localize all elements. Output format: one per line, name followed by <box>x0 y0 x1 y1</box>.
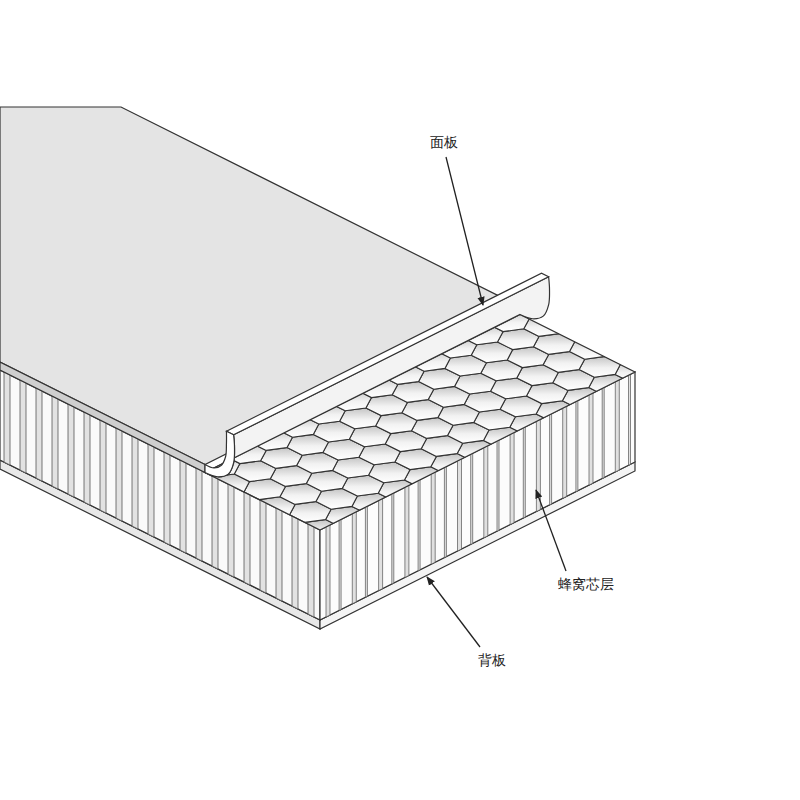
leader-line <box>446 157 483 305</box>
honeycomb-cell <box>546 419 588 440</box>
cell-wall <box>20 380 26 473</box>
cell-wall <box>550 414 552 505</box>
cell-wall <box>52 396 58 489</box>
cell-wall <box>148 444 154 537</box>
core-front-walls <box>326 374 631 617</box>
honeycomb-cell <box>388 498 430 519</box>
honeycomb-cell <box>362 511 404 532</box>
cell-wall <box>392 493 394 584</box>
cell-wall <box>365 506 367 597</box>
cell-wall <box>100 420 106 513</box>
cell-wall <box>68 404 74 497</box>
honeycomb-cell <box>625 379 667 400</box>
cell-wall <box>484 446 488 538</box>
cell-wall <box>132 436 138 529</box>
cell-wall <box>379 499 383 591</box>
honeycomb-cell <box>677 353 719 374</box>
cell-wall <box>228 484 234 577</box>
leader-line <box>427 577 480 647</box>
cell-wall <box>405 485 409 577</box>
cell-wall <box>629 374 631 465</box>
honeycomb-cell <box>572 406 614 427</box>
part-label: 蜂窝芯层 <box>556 576 616 593</box>
cell-wall <box>602 388 604 479</box>
cell-wall <box>326 525 330 617</box>
cell-wall <box>308 524 314 617</box>
cell-wall <box>244 492 250 585</box>
honeycomb-cell <box>441 472 483 493</box>
cell-wall <box>339 519 341 610</box>
honeycomb-cell <box>136 464 178 485</box>
cell-wall <box>615 380 619 472</box>
cell-wall <box>563 406 567 498</box>
honeycomb-cell <box>467 458 509 479</box>
face-panel-edge <box>0 362 205 473</box>
cell-wall <box>292 516 298 609</box>
leader-lines <box>427 157 566 647</box>
cell-wall <box>418 480 420 571</box>
honeycomb-cell <box>414 485 456 506</box>
cell-wall <box>576 401 578 492</box>
honeycomb-cell <box>273 533 315 554</box>
cell-wall <box>196 468 202 561</box>
core-front-face <box>320 372 635 620</box>
face-panel-lip <box>227 273 549 435</box>
honeycomb-cell <box>227 510 268 531</box>
cell-wall <box>471 453 473 544</box>
cell-wall <box>84 412 90 505</box>
cell-wall <box>444 467 446 558</box>
honeycomb-cell <box>596 325 638 346</box>
honeycomb-cell <box>182 487 224 508</box>
honeycomb-cell <box>632 330 674 351</box>
face-panel-top <box>0 107 520 465</box>
cell-wall <box>497 440 499 531</box>
cell-wall <box>180 460 186 553</box>
cell-wall <box>4 372 10 465</box>
honeycomb-cell <box>570 338 612 359</box>
cell-wall <box>589 393 593 485</box>
honeycomb-cell <box>493 445 534 466</box>
honeycomb-cell <box>335 524 377 545</box>
honeycomb-cell <box>550 302 592 323</box>
cell-wall <box>276 508 282 601</box>
honeycomb-cell <box>519 432 561 453</box>
honeycomb-cell <box>586 307 628 328</box>
cell-wall <box>260 500 266 593</box>
part-label: 背板 <box>476 652 508 669</box>
cell-wall <box>431 472 435 564</box>
cell-wall <box>212 476 218 569</box>
cell-wall <box>116 428 122 521</box>
honeycomb-cell <box>651 366 693 387</box>
cell-wall <box>510 433 514 525</box>
cell-wall <box>458 459 462 551</box>
leader-line <box>536 490 566 571</box>
part-label: 面板 <box>428 134 460 151</box>
cell-wall <box>352 512 356 604</box>
cell-wall <box>523 427 525 518</box>
cell-wall <box>164 452 170 545</box>
face-panel-curl <box>205 277 550 477</box>
face-panel-curl-end <box>205 431 235 477</box>
cell-wall <box>36 388 42 481</box>
honeycomb-cell <box>309 538 351 559</box>
honeycomb-cell <box>598 392 640 413</box>
honeycomb-cell <box>641 348 683 369</box>
